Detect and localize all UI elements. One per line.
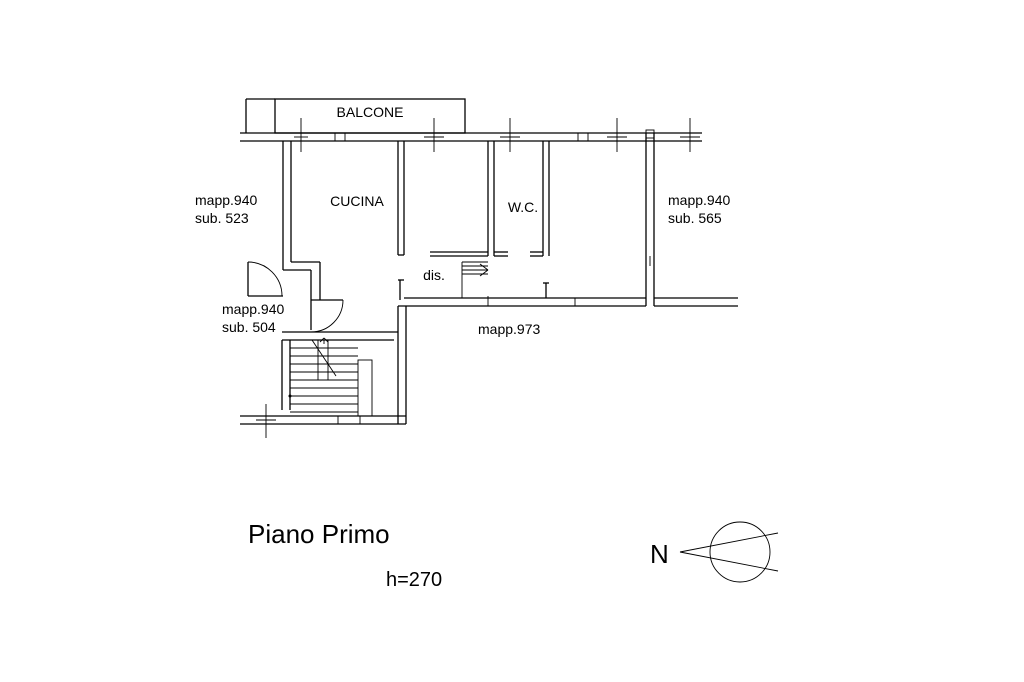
stairwell [240, 306, 407, 438]
north-label: N [650, 539, 669, 569]
height-note: h=270 [386, 569, 442, 591]
label-left-lower-sub: sub. 504 [222, 319, 276, 335]
label-right-sub: sub. 565 [668, 210, 722, 226]
exterior-wall-right [645, 129, 655, 306]
label-balcone: BALCONE [337, 104, 404, 120]
page-title: Piano Primo [248, 519, 390, 549]
label-bottom-mapp: mapp.973 [478, 321, 540, 337]
entry-door-left [247, 261, 283, 297]
label-left-upper-mapp: mapp.940 [195, 192, 257, 208]
label-right-mapp: mapp.940 [668, 192, 730, 208]
door-stair [310, 299, 344, 333]
exterior-wall-top [240, 118, 702, 152]
interior-walls [397, 141, 550, 300]
label-cucina: CUCINA [330, 193, 384, 209]
label-left-lower-mapp: mapp.940 [222, 301, 284, 317]
label-wc: W.C. [508, 199, 538, 215]
label-dis: dis. [423, 267, 445, 283]
wall-kitchen-left [282, 141, 321, 330]
label-left-upper-sub: sub. 523 [195, 210, 249, 226]
north-arrow-icon [679, 521, 779, 583]
corridor-steps [461, 261, 489, 298]
exterior-wall-bottom [398, 296, 738, 307]
